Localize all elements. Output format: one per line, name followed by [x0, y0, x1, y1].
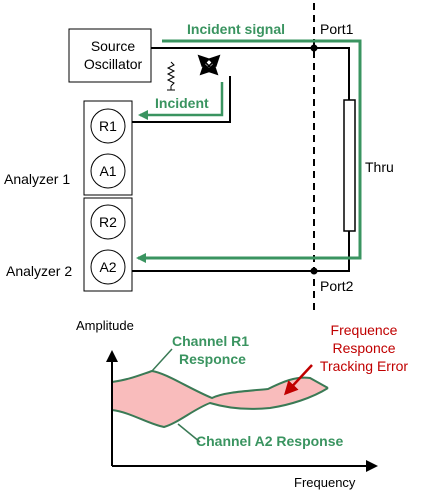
channel-r1-leader: [151, 348, 173, 372]
x-axis-label: Frequency: [294, 475, 356, 490]
a1-receiver: [90, 153, 126, 189]
tracking-error-line2: Responce: [332, 340, 395, 356]
tracking-error-arrow: [283, 364, 313, 396]
thru-path-bottom: [314, 231, 350, 272]
y-axis-label: Amplitude: [76, 318, 134, 333]
r1-coupled-line: [132, 76, 231, 123]
incident-arrow-path: [138, 82, 224, 120]
source-oscillator-box: [68, 28, 152, 83]
r1-label: R1: [99, 118, 117, 134]
channel-a2-leader: [177, 423, 201, 443]
a2-label: A2: [99, 259, 116, 275]
incident-signal-path: [136, 39, 362, 263]
port2-label: Port2: [320, 278, 354, 294]
analyzer1-label: Analyzer 1: [4, 171, 70, 187]
analyzer2-label: Analyzer 2: [6, 263, 72, 279]
channel-a2-label: Channel A2 Response: [196, 433, 344, 449]
channel-r1-curve: [111, 369, 329, 400]
r1-receiver: [90, 108, 126, 144]
a2-receiver: [90, 249, 126, 285]
a1-label: A1: [99, 163, 116, 179]
port1-node: [310, 44, 318, 52]
coupler-cross-icon: [197, 54, 221, 76]
tracking-error-line3: Tracking Error: [320, 358, 409, 374]
thru-component: [343, 99, 356, 232]
incident-signal-label: Incident signal: [187, 21, 285, 37]
thru-path-top: [314, 47, 350, 100]
thru-label: Thru: [365, 159, 394, 175]
incident-label: Incident: [155, 95, 209, 111]
source-label-line2: Oscillator: [84, 56, 143, 72]
port1-label: Port1: [320, 21, 354, 37]
channel-r1-label-line1: Channel R1: [172, 333, 249, 349]
error-band-fill: [112, 371, 328, 427]
channel-a2-curve: [111, 387, 329, 429]
source-label-line1: Source: [91, 38, 136, 54]
coupler-resistor-icon: [166, 61, 176, 87]
r2-receiver: [90, 204, 126, 240]
channel-r1-label-line2: Responce: [179, 351, 246, 367]
r2-label: R2: [99, 214, 117, 230]
tracking-error-line1: Frequence: [331, 322, 398, 338]
